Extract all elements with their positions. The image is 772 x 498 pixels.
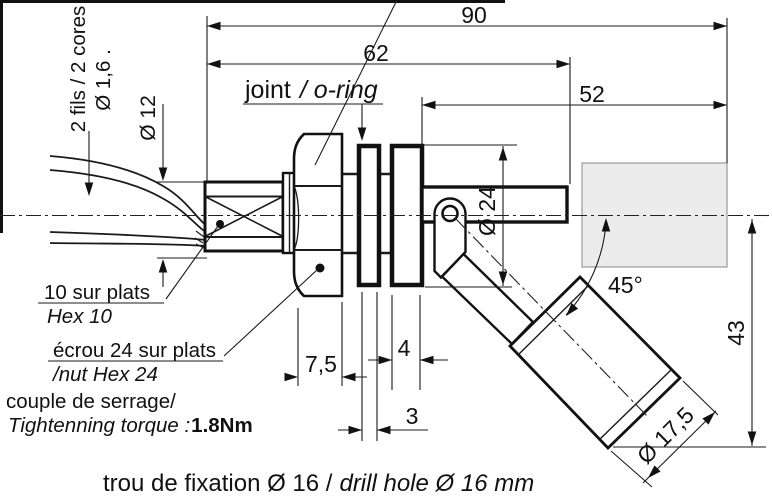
label-hex10-fr: 10 sur plats xyxy=(44,281,150,304)
caption-drill-hole: trou de fixation Ø 16 /drill hole Ø 16 m… xyxy=(103,470,534,497)
label-torque-en: Tightenning torque :1.8Nm xyxy=(8,414,253,437)
dim-52: 52 xyxy=(579,81,605,107)
hinge-bracket xyxy=(433,197,467,280)
threaded-shaft xyxy=(342,172,393,255)
cable-wires xyxy=(49,155,208,249)
dim-62: 62 xyxy=(363,40,389,66)
hex10-leader-dot xyxy=(216,220,224,228)
nut24-leader-dot xyxy=(315,263,325,273)
dim-3: 3 xyxy=(406,403,419,429)
label-o-ring: joint/ o-ring xyxy=(244,76,378,104)
label-torque-fr: couple de serrage/ xyxy=(6,390,176,413)
dim-swing-diameter: Ø 24 xyxy=(474,186,500,236)
label-wire-diameter: Ø 1,6 . xyxy=(92,49,115,111)
annotation-texts: 2 fils / 2 cores Ø 1,6 . joint/ o-ring 1… xyxy=(6,6,534,497)
label-hex10-en: Hex 10 xyxy=(47,305,113,328)
label-nut24-fr: écrou 24 sur plats xyxy=(53,339,216,362)
caption-en: drill hole Ø 16 mm xyxy=(339,470,534,497)
float-axis-centerline xyxy=(454,217,649,418)
dim-cable-diameter: Ø 12 xyxy=(137,95,160,141)
dim-7-5: 7,5 xyxy=(305,351,337,377)
dim-4: 4 xyxy=(398,335,411,361)
label-joint-fr: joint xyxy=(244,76,291,104)
crimp-housing xyxy=(203,180,285,253)
label-cable: 2 fils / 2 cores xyxy=(67,6,90,132)
pivot-hole xyxy=(441,204,459,223)
dim-43: 43 xyxy=(723,320,749,346)
leader-lines xyxy=(38,0,398,362)
dim-90: 90 xyxy=(461,2,487,28)
label-joint-en: / o-ring xyxy=(298,76,378,104)
caption-fr: trou de fixation Ø 16 / xyxy=(103,470,333,497)
label-torque-value: 1.8Nm xyxy=(191,414,253,437)
dimension-lines xyxy=(84,16,766,488)
frame-left-border xyxy=(0,0,3,233)
float-arm xyxy=(440,252,535,346)
label-nut24-en: /nut Hex 24 xyxy=(51,363,158,386)
dim-45deg: 45° xyxy=(608,272,643,298)
frame-top-border xyxy=(0,0,505,3)
label-torque-en-text: Tightenning torque : xyxy=(8,414,190,437)
